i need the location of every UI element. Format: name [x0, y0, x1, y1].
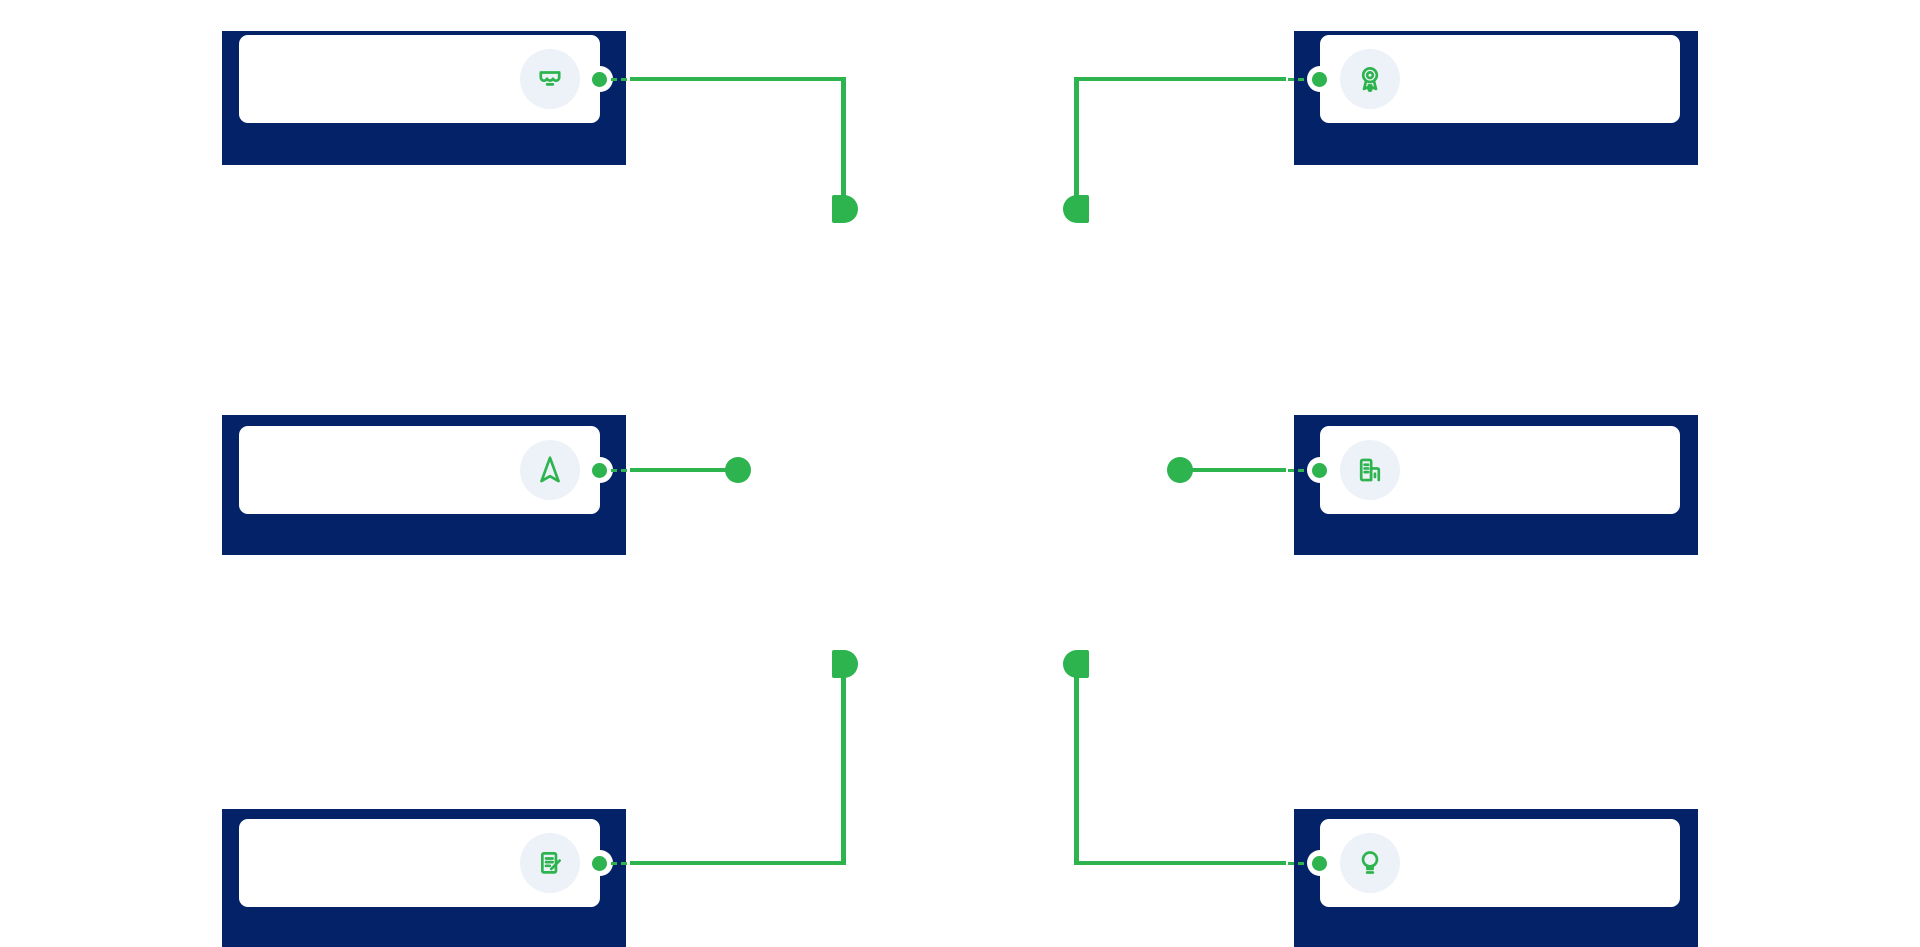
connector-endpoint-dot — [832, 650, 858, 678]
connector-dashes — [611, 861, 630, 865]
node-panel — [1307, 819, 1680, 907]
icon-chip — [520, 49, 580, 109]
node-panel — [239, 35, 613, 123]
node-card-top-right — [1294, 31, 1698, 165]
node-panel — [239, 426, 613, 514]
connector-endpoint-dot — [1167, 457, 1193, 483]
navigation-arrow-icon — [540, 456, 560, 483]
connector-line-v — [841, 78, 846, 197]
connector-anchor-dot — [592, 463, 607, 478]
connector-endpoint-dot — [725, 457, 751, 483]
icon-chip — [520, 440, 580, 500]
icon-chip — [1340, 440, 1400, 500]
connector-line-v — [1074, 78, 1079, 197]
node-card-top-left — [222, 31, 626, 165]
icon-chip — [1340, 833, 1400, 893]
connector-anchor-dot — [1312, 72, 1327, 87]
node-card-bottom-right — [1294, 809, 1698, 947]
node-card-middle-right — [1294, 415, 1698, 555]
connector-dashes — [1288, 468, 1307, 472]
connector-anchor-dot — [1312, 463, 1327, 478]
connector-line-h — [630, 77, 846, 81]
connector-line-h — [1074, 861, 1286, 865]
connector-anchor-dot — [592, 72, 607, 87]
office-building-icon — [1359, 458, 1381, 482]
connector-anchor-dot — [1312, 856, 1327, 871]
node-card-middle-left — [222, 415, 626, 555]
connector-line-v — [841, 676, 846, 863]
connector-anchor-dot — [592, 856, 607, 871]
connector-line-h — [1180, 468, 1286, 472]
connector-line-h — [630, 861, 846, 865]
document-edit-icon — [541, 852, 561, 874]
connector-line-h — [630, 468, 738, 472]
lightbulb-icon — [1361, 851, 1379, 874]
connector-line-h — [1074, 77, 1286, 81]
node-panel — [239, 819, 613, 907]
node-card-bottom-left — [222, 809, 626, 947]
node-panel — [1307, 426, 1680, 514]
connector-endpoint-dot — [1063, 195, 1089, 223]
icon-chip — [520, 833, 580, 893]
icon-chip — [1340, 49, 1400, 109]
connector-dashes — [1288, 77, 1307, 81]
connector-endpoint-dot — [832, 195, 858, 223]
connector-line-v — [1074, 676, 1079, 863]
connector-dashes — [611, 468, 630, 472]
connector-endpoint-dot — [1063, 650, 1089, 678]
connector-dashes — [1288, 861, 1307, 865]
node-panel — [1307, 35, 1680, 123]
award-icon — [1361, 67, 1379, 92]
storefront-icon — [539, 71, 561, 86]
connector-dashes — [611, 77, 630, 81]
